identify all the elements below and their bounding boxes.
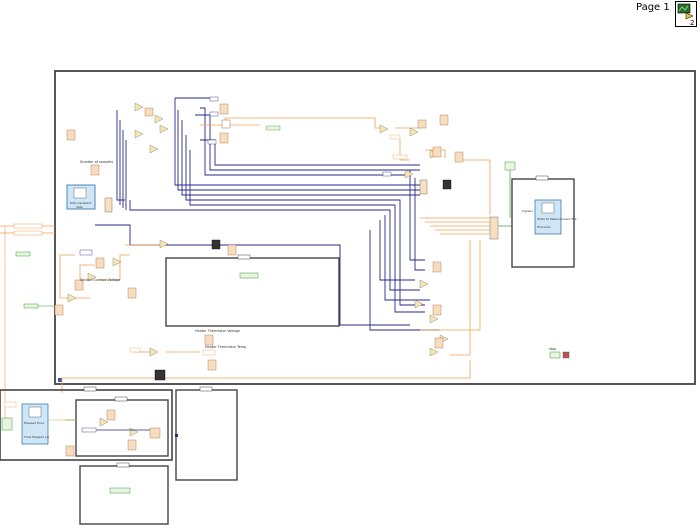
case-selector-write	[535, 175, 549, 181]
bottom-inner-node-2[interactable]	[149, 427, 161, 439]
case-selector-bottom-left	[83, 386, 97, 392]
number-of-samples-label: Number of samples	[80, 160, 113, 164]
left-constants	[0, 223, 55, 420]
loop-iteration-terminal	[58, 378, 62, 382]
function-nodes[interactable]	[54, 96, 516, 371]
graph-indicator-2[interactable]	[211, 239, 221, 250]
svg-text:Write To Measurement File: Write To Measurement File	[537, 217, 577, 221]
main-while-loop[interactable]	[54, 70, 696, 385]
write-to-measurement-file[interactable]: Write To Measurement File Filename Signa…	[522, 199, 577, 235]
case-structure-heater[interactable]	[165, 257, 340, 327]
bundle-node[interactable]	[104, 197, 113, 213]
case-structure-bottom-right[interactable]	[175, 389, 238, 481]
svg-text:Filename: Filename	[537, 225, 551, 229]
elapsed-time-express[interactable]: Elapsed Time Time Elapsed (s)	[21, 403, 49, 445]
svg-text:Elapsed Time: Elapsed Time	[24, 421, 44, 425]
elapsed-indicator	[65, 445, 75, 457]
svg-text:Time Elapsed (s): Time Elapsed (s)	[23, 435, 49, 439]
vi-icon: 2	[675, 1, 697, 27]
blue-wire-bundle	[95, 97, 440, 331]
svg-text:Signals: Signals	[522, 209, 533, 213]
bottom-inner-compare[interactable]	[99, 417, 109, 427]
inner-case-selector	[114, 396, 128, 402]
graph-indicator-3[interactable]	[154, 369, 166, 381]
page-label: Page 1	[636, 2, 670, 13]
case-structure-bottom-middle[interactable]	[79, 465, 169, 525]
daq-assistant[interactable]: DAQ Assistant data	[66, 184, 96, 210]
svg-text:data: data	[76, 205, 83, 209]
build-array-node[interactable]	[419, 179, 428, 195]
bottom-right-tunnel	[175, 434, 178, 437]
bottom-inner-node-3[interactable]	[127, 439, 137, 451]
merge-signals-node[interactable]	[489, 216, 499, 240]
heater-thermistor-voltage-label: Heater Thermistor Voltage	[195, 329, 240, 333]
heater-thermistor-temp-label: Heater Thermistor Temp	[205, 345, 246, 349]
case-inner-node[interactable]	[239, 272, 259, 279]
stop-label: stop	[549, 347, 556, 351]
case-selector-bottom-right	[199, 386, 213, 392]
bottom-inner-compare-2[interactable]	[129, 427, 139, 437]
bottom-middle-node[interactable]	[109, 487, 131, 494]
bottom-inner-node-1[interactable]	[106, 409, 116, 421]
orange-wires	[59, 117, 491, 393]
case-selector-bottom-middle	[116, 462, 130, 468]
boolean-constant[interactable]	[1, 417, 13, 431]
stop-button-terminal[interactable]	[549, 351, 561, 359]
graph-indicator[interactable]	[442, 179, 452, 190]
svg-text:DAQ Assistant: DAQ Assistant	[70, 201, 92, 205]
reset-constant[interactable]	[3, 401, 17, 408]
svg-text:2: 2	[690, 19, 694, 27]
case-selector	[237, 254, 251, 260]
stop-condition	[562, 351, 570, 359]
second-surface-voltage-label: Second Surface Voltage	[80, 278, 120, 282]
bottom-inner-node-4[interactable]	[81, 427, 97, 433]
